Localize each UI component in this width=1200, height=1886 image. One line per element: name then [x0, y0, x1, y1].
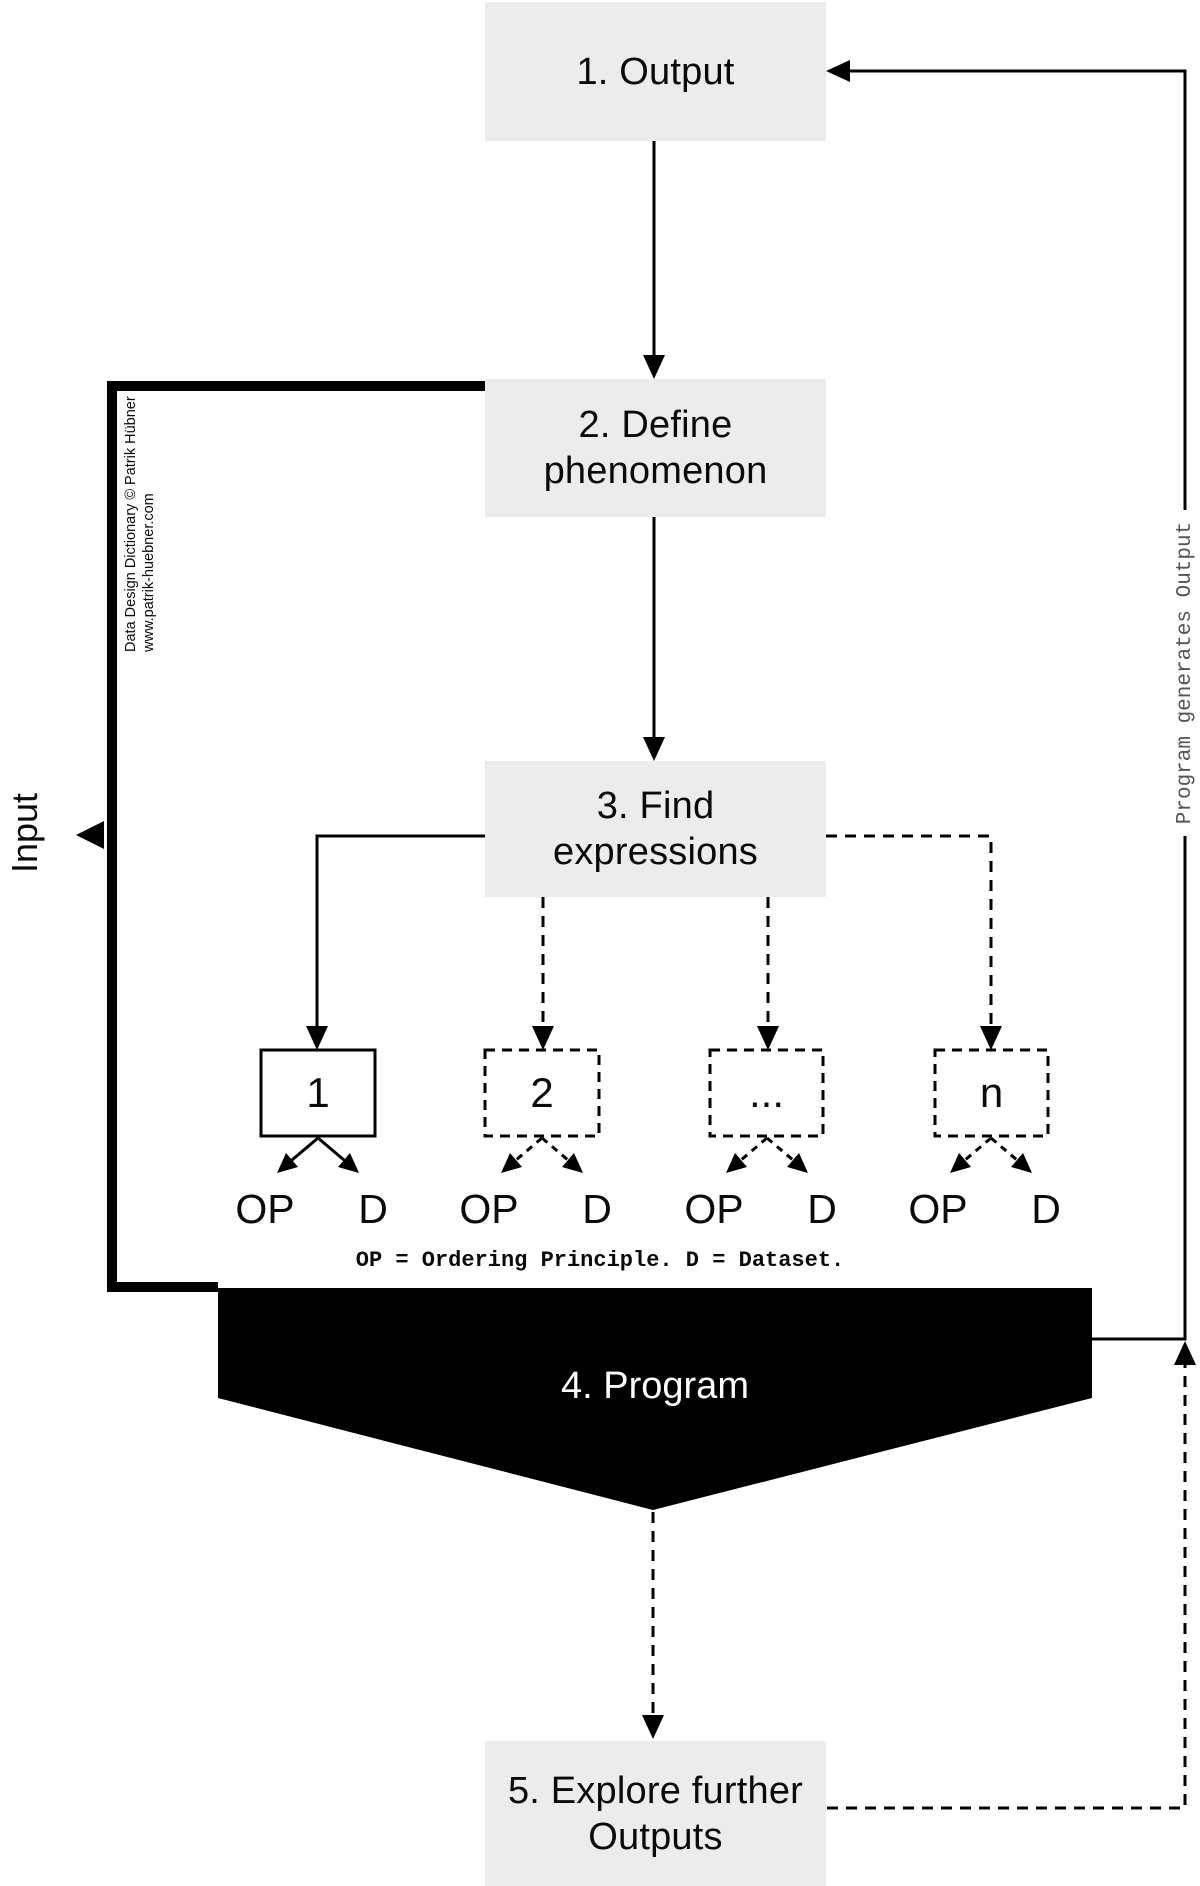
step-box-define-line1: 2. Define	[578, 404, 733, 446]
arrowhead-into-output	[826, 60, 850, 82]
arrowhead-loop-up	[1174, 1341, 1196, 1365]
expr-split-arrowheads	[277, 1153, 1032, 1173]
step-box-find-line1: 3. Find	[596, 785, 715, 827]
credit: Data Design Dictionary © Patrik Hübner w…	[122, 396, 162, 652]
loop-explore-to-program-line	[827, 1358, 1187, 1810]
expr-split-lines-dashed	[515, 1136, 1018, 1162]
arrowhead-input	[76, 821, 104, 849]
credit-line2: www.patrik-huebner.com	[141, 493, 157, 652]
dashed-flow-lines	[541, 834, 1187, 1810]
step-box-explore-line1: 5. Explore further	[507, 1769, 804, 1812]
op-label-3: OP	[684, 1186, 744, 1232]
expression-box-n: n	[935, 1050, 1048, 1136]
expression-box-1-label: 1	[306, 1069, 330, 1116]
elbow-find-to-expr1	[315, 834, 485, 1026]
expression-box-2: 2	[485, 1050, 599, 1136]
expression-box-1: 1	[261, 1050, 375, 1136]
expression-box-2-border	[483, 1048, 601, 1138]
arrowhead-into-explore	[642, 1715, 664, 1739]
program-generates-output-line	[850, 69, 1187, 1341]
arrowhead-into-expr2	[532, 1026, 554, 1050]
program-band-shape	[218, 1288, 1092, 1510]
step-box-explore-line2: Outputs	[588, 1815, 723, 1858]
elbow-find-to-exprN	[826, 834, 993, 1026]
credit-line1: Data Design Dictionary © Patrik Hübner	[123, 396, 139, 652]
expression-box-ellipsis-label: ...	[748, 1069, 784, 1116]
thick-input-path	[107, 381, 485, 1292]
program-generates-output-label: Program generates Output	[1171, 510, 1200, 836]
expression-box-n-border	[933, 1048, 1050, 1138]
op-label-1: OP	[235, 1186, 295, 1232]
arrowhead-into-exprN	[980, 1026, 1002, 1050]
arrowhead-into-define	[643, 355, 665, 379]
arrowhead-into-expr3	[757, 1026, 779, 1050]
program-band-label: 4. Program	[561, 1365, 749, 1407]
step-box-output-label: 1. Output	[576, 50, 735, 93]
solid-flow-lines	[315, 69, 1187, 1341]
expression-box-2-label: 2	[530, 1069, 554, 1116]
op-label-2: OP	[459, 1186, 519, 1232]
step-box-define-phenomenon: 2. Define phenomenon	[485, 379, 826, 517]
step-box-find-expressions: 3. Find expressions	[485, 761, 826, 897]
expression-boxes	[259, 1048, 1050, 1138]
op-label-n: OP	[908, 1186, 968, 1232]
arrowhead-into-find	[643, 737, 665, 761]
step-box-define-line2: phenomenon	[543, 450, 768, 492]
d-label-n: D	[1031, 1186, 1061, 1232]
step-box-output: 1. Output	[485, 2, 826, 141]
expression-box-3-border	[708, 1048, 825, 1138]
expr1-split-lines	[291, 1136, 345, 1162]
step-box-find-line2: expressions	[553, 831, 758, 873]
d-label-3: D	[807, 1186, 837, 1232]
input-label: Input	[4, 792, 45, 874]
arrowheads	[76, 60, 1196, 1739]
arrowhead-into-expr1	[306, 1026, 328, 1050]
d-label-2: D	[582, 1186, 612, 1232]
step-box-explore-outputs: 5. Explore further Outputs	[485, 1741, 826, 1886]
expression-box-1-border	[259, 1048, 377, 1138]
d-label-1: D	[358, 1186, 388, 1232]
expression-box-n-label: n	[979, 1069, 1004, 1116]
legend: OP = Ordering Principle. D = Dataset.	[355, 1248, 845, 1273]
expression-box-ellipsis: ...	[710, 1050, 823, 1136]
